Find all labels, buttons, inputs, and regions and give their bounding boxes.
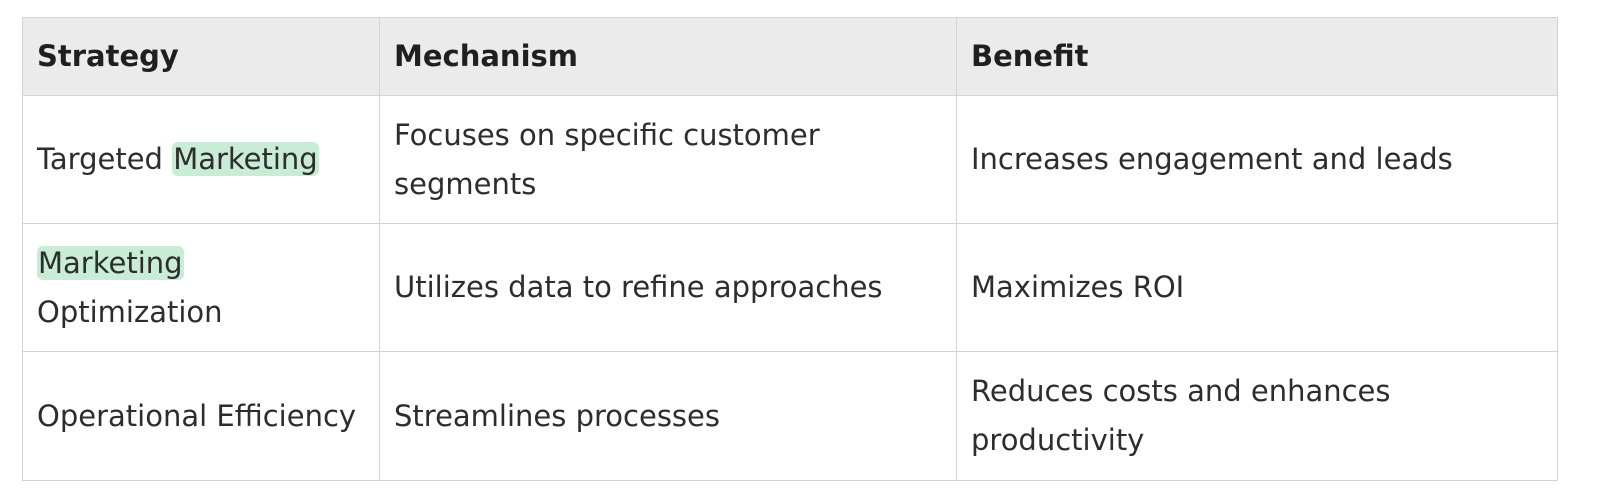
highlighted-term: Marketing (37, 245, 184, 280)
cell-mechanism: Streamlines processes (379, 351, 957, 481)
strategy-text: Optimization (37, 294, 223, 329)
cell-strategy: Targeted Marketing (22, 95, 380, 224)
table-row: Marketing Optimization Utilizes data to … (22, 223, 1558, 352)
cell-mechanism: Focuses on specific customer segments (379, 95, 957, 224)
strategy-table: Strategy Mechanism Benefit Targeted Mark… (22, 17, 1558, 481)
cell-benefit: Increases engagement and leads (956, 95, 1558, 224)
table-row: Operational Efficiency Streamlines proce… (22, 351, 1558, 481)
header-benefit: Benefit (956, 17, 1558, 96)
table-container: Strategy Mechanism Benefit Targeted Mark… (22, 17, 1558, 481)
table-header-row: Strategy Mechanism Benefit (22, 17, 1558, 96)
cell-mechanism: Utilizes data to refine approaches (379, 223, 957, 352)
cell-strategy: Operational Efficiency (22, 351, 380, 481)
cell-benefit: Reduces costs and enhances productivity (956, 351, 1558, 481)
header-mechanism: Mechanism (379, 17, 957, 96)
header-strategy: Strategy (22, 17, 380, 96)
table-row: Targeted Marketing Focuses on specific c… (22, 95, 1558, 224)
cell-benefit: Maximizes ROI (956, 223, 1558, 352)
highlighted-term: Marketing (172, 142, 319, 176)
strategy-text: Targeted (37, 142, 173, 176)
cell-strategy: Marketing Optimization (22, 223, 380, 352)
